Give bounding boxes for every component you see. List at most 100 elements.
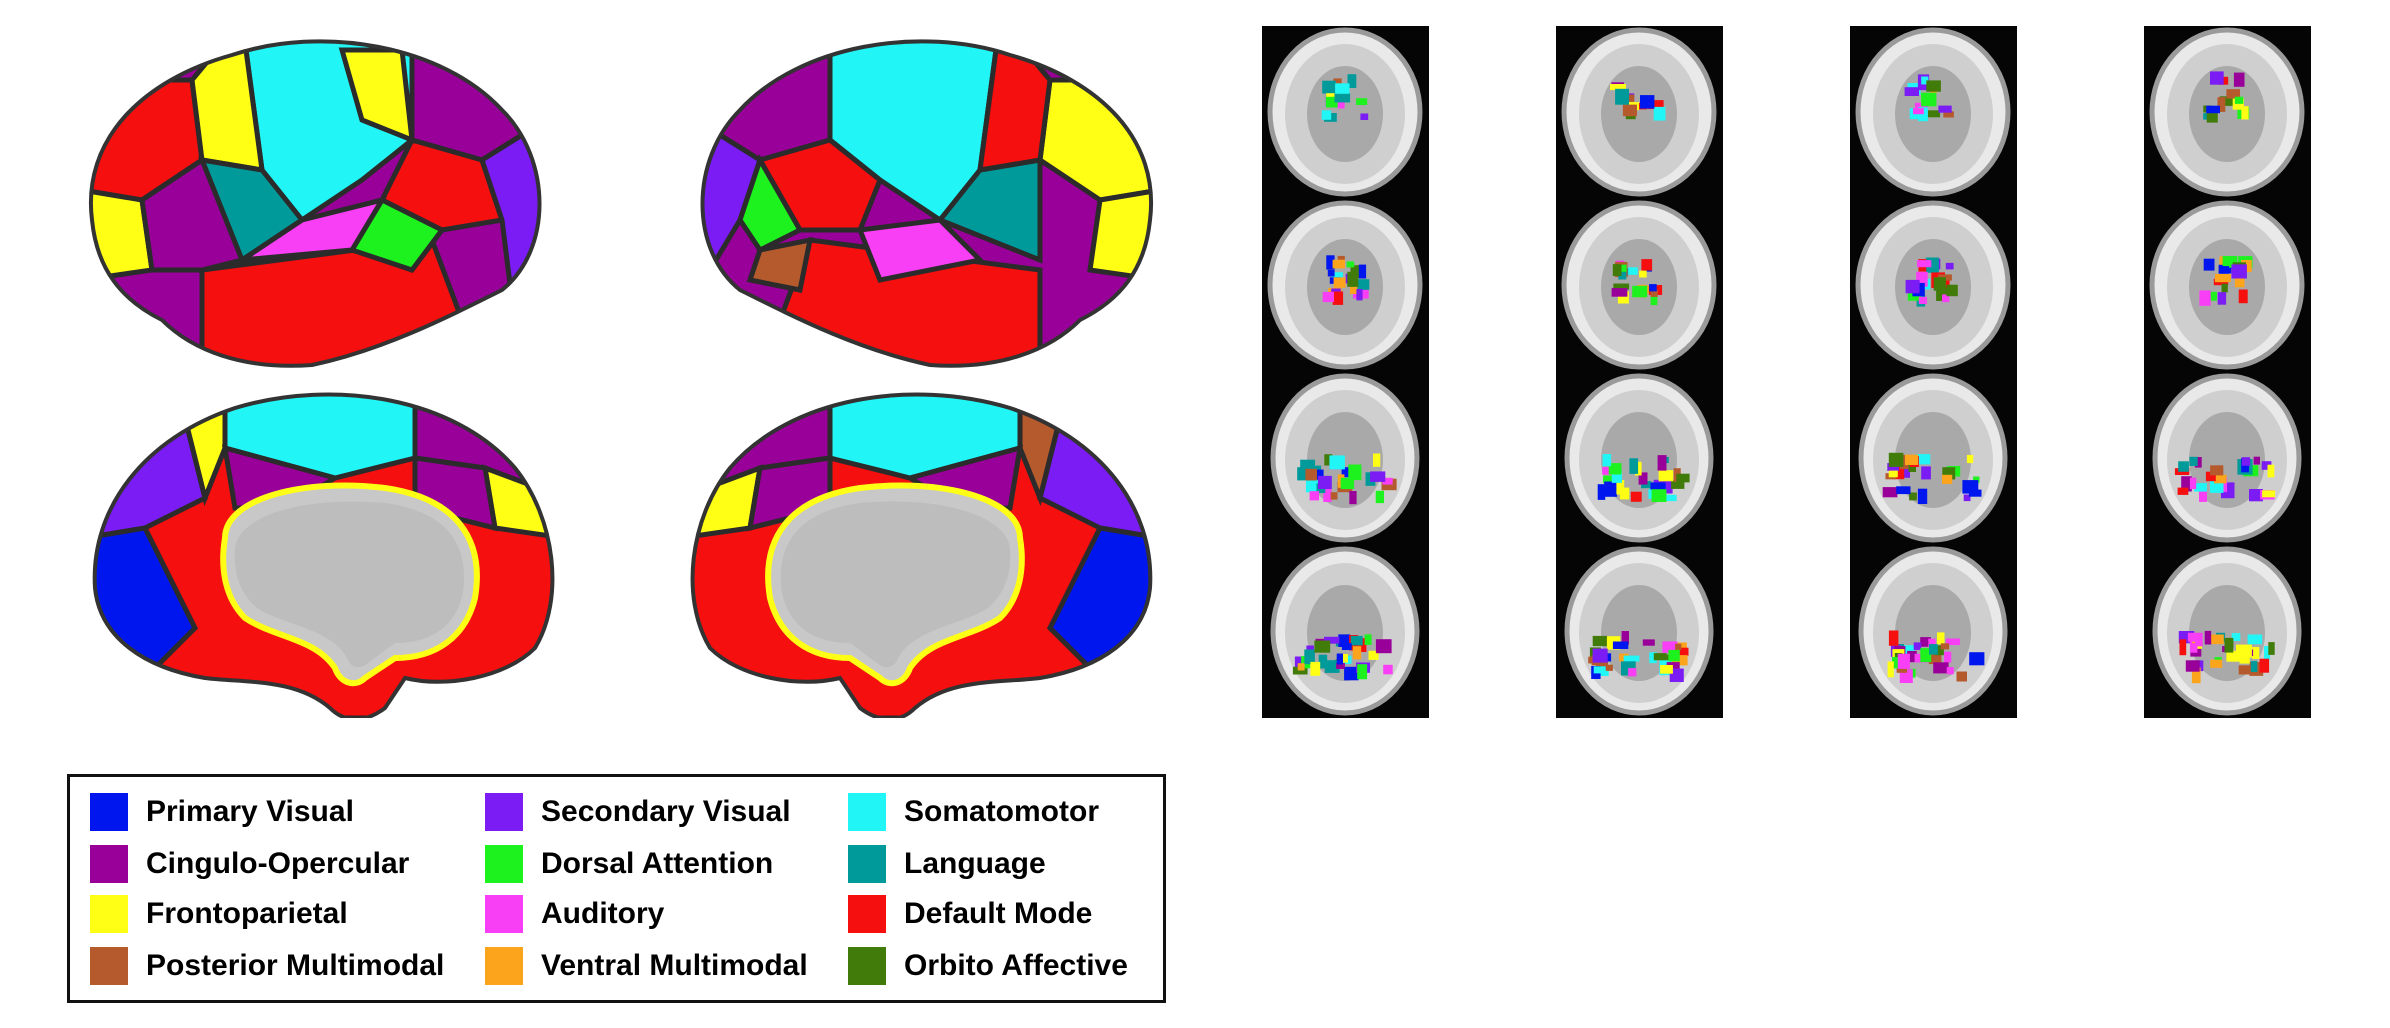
parcel-blob: [2226, 89, 2240, 99]
parcel-blob: [1963, 494, 1971, 502]
parcel-blob: [1617, 291, 1629, 304]
parcel-blob: [1344, 666, 1359, 681]
parcel-blob: [1616, 480, 1625, 495]
axial-slice: [1556, 26, 1723, 199]
parcel-blob: [1358, 264, 1367, 279]
parcel-blob: [1675, 643, 1682, 650]
parcel-blob: [1909, 492, 1917, 501]
legend-swatch: [485, 845, 523, 883]
parcel-blob: [2264, 646, 2271, 660]
parcel-blob: [1671, 480, 1685, 489]
parcel-blob: [1917, 260, 1932, 268]
parcel-blob: [1892, 657, 1900, 669]
parcel-blob: [2179, 639, 2187, 656]
parcel-blob: [1649, 652, 1657, 664]
parcel-blob: [2226, 650, 2241, 662]
legend-swatch: [848, 845, 886, 883]
legend-label: Secondary Visual: [541, 795, 791, 828]
parcel-blob: [2267, 464, 2275, 478]
parcel-blob: [2238, 665, 2253, 675]
legend-label: Orbito Affective: [904, 949, 1128, 982]
parcel-blob: [1368, 650, 1379, 660]
parcel-blob: [2261, 461, 2272, 470]
parcel-blob: [2210, 71, 2224, 85]
parcel-blob: [1350, 635, 1363, 646]
legend-label: Primary Visual: [146, 795, 354, 828]
brain-medial-left: [85, 378, 565, 718]
parcel-blob: [2217, 97, 2226, 112]
parcel-blob: [1341, 467, 1351, 478]
legend-swatch: [848, 947, 886, 985]
parcel-blob: [1639, 270, 1647, 278]
parcel-blob: [2234, 273, 2245, 288]
parcel-blob: [2178, 461, 2189, 472]
parcel-blob: [1309, 491, 1320, 501]
parcel-blob: [1605, 664, 1613, 671]
parcel-blob: [2233, 72, 2245, 87]
parcel-blob: [1310, 661, 1321, 676]
parcel-blob: [1613, 283, 1630, 290]
parcel-blob: [1916, 271, 1928, 287]
parcel-blob: [1326, 96, 1341, 108]
parcel-blob: [1324, 636, 1340, 644]
parcel-blob: [1650, 289, 1658, 297]
parcel-blob: [1928, 654, 1942, 665]
parcel-blob: [2241, 457, 2251, 466]
parcel-blob: [2219, 96, 2234, 106]
parcel-blob: [1915, 454, 1931, 465]
parcel-blob: [1611, 470, 1622, 483]
parcel-blob: [1353, 279, 1370, 290]
legend-item: Language: [848, 843, 1046, 885]
parcel-blob: [1940, 643, 1950, 650]
parcel-blob: [1352, 646, 1362, 660]
parcel-blob: [1305, 468, 1317, 481]
parcel-blob: [1956, 671, 1967, 682]
parcel-blob: [2214, 274, 2231, 283]
parcel-blob: [1934, 645, 1944, 656]
legend-label: Default Mode: [904, 897, 1093, 930]
parcel-blob: [1632, 285, 1648, 298]
parcel-blob: [1334, 93, 1351, 103]
parcel-blob: [1921, 92, 1937, 107]
parcel-blob: [1882, 487, 1898, 498]
axial-slice: [2144, 372, 2311, 545]
parcel-blob: [1907, 650, 1917, 663]
parcel-blob: [2189, 639, 2198, 653]
parcel-blob: [1329, 455, 1345, 470]
legend-item: Secondary Visual: [485, 791, 791, 833]
legend-swatch: [90, 947, 128, 985]
parcel-blob: [1905, 454, 1919, 465]
axial-slice: [2144, 26, 2311, 199]
legend-label: Language: [904, 847, 1046, 880]
legend-swatch: [90, 845, 128, 883]
axial-slice: [1850, 199, 2017, 372]
slice-column: [1850, 26, 2017, 718]
parcel-blob: [1294, 656, 1306, 668]
axial-slice: [1850, 545, 2017, 718]
parcel-blob: [1920, 637, 1931, 647]
parcel-blob: [1611, 288, 1628, 297]
parcel-blob: [2208, 634, 2224, 645]
axial-slice: [1556, 372, 1723, 545]
parcel-blob: [2234, 96, 2244, 104]
parcel-blob: [1933, 662, 1949, 674]
parcel-blob: [1336, 653, 1343, 665]
parcel-blob: [1926, 80, 1941, 92]
slice-column: [1262, 26, 1429, 718]
parcel-blob: [1945, 638, 1960, 646]
axial-slice: [1262, 26, 1429, 199]
parcel-blob: [1642, 639, 1655, 646]
parcel-blob: [1648, 100, 1664, 110]
parcel-blob: [1969, 652, 1985, 666]
parcel-blob: [2206, 105, 2220, 114]
legend-item: Frontoparietal: [90, 893, 348, 935]
parcel-blob: [1322, 80, 1336, 94]
parcel-blob: [1946, 667, 1954, 675]
legend-label: Dorsal Attention: [541, 847, 774, 880]
parcel-blob: [1628, 94, 1635, 102]
axial-slice: [1850, 372, 2017, 545]
parcel-blob: [1668, 649, 1680, 662]
legend-item: Cingulo-Opercular: [90, 843, 409, 885]
brain-lateral-left: [82, 20, 562, 370]
parcel-blob: [1621, 631, 1629, 645]
